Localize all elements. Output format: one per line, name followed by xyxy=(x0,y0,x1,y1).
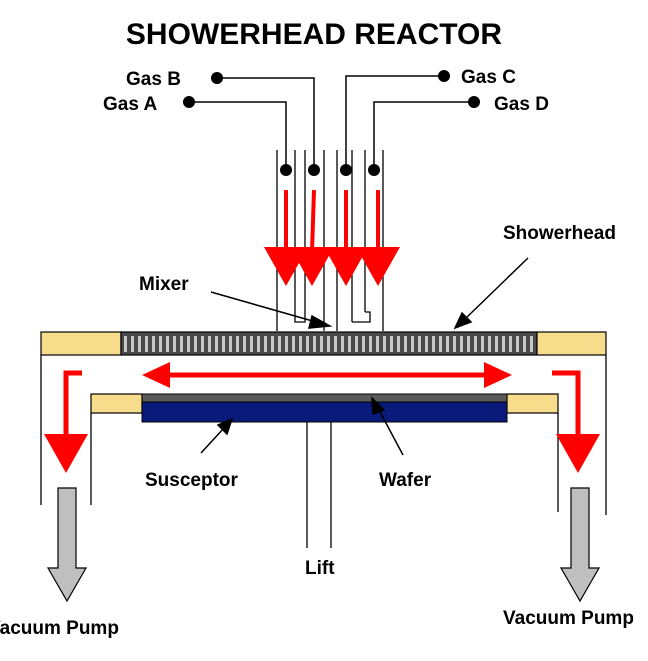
diagram-title: SHOWERHEAD REACTOR xyxy=(126,18,502,51)
left-susceptor-flange xyxy=(90,393,143,414)
gas-b-label: Gas B xyxy=(126,69,181,90)
showerhead-label: Showerhead xyxy=(503,223,616,244)
tube-b-dot xyxy=(308,164,320,176)
injector-tubes xyxy=(276,150,384,331)
tube-d-dot xyxy=(368,164,380,176)
vacuum-pump-right-label: Vacuum Pump xyxy=(503,608,634,629)
gas-d-label: Gas D xyxy=(494,94,549,115)
chamber-walls xyxy=(40,355,607,515)
gas-inlet-dots xyxy=(183,70,480,176)
gas-c-dot xyxy=(438,70,450,82)
right-top-flange xyxy=(536,331,607,356)
mixer-label: Mixer xyxy=(139,274,189,295)
gas-lines xyxy=(189,75,474,170)
lateral-flow-arrow xyxy=(142,362,512,388)
vacuum-pump-left-label: Vacuum Pump xyxy=(0,618,119,639)
lift-label: Lift xyxy=(305,558,335,579)
tube-a-dot xyxy=(280,164,292,176)
gas-c-label: Gas C xyxy=(461,67,516,88)
gas-d-line xyxy=(373,101,474,170)
wafer-label: Wafer xyxy=(379,470,432,491)
lift-shaft xyxy=(306,422,332,548)
right-vacuum-pump-arrow xyxy=(559,487,601,603)
gas-b-line xyxy=(217,77,315,170)
gas-a-line xyxy=(189,101,287,170)
susceptor xyxy=(141,401,508,423)
gas-c-line xyxy=(345,75,444,170)
gas-a-label: Gas A xyxy=(103,94,157,115)
leader-lines xyxy=(200,257,529,456)
showerhead-plate xyxy=(120,331,538,356)
exhaust-flow-arrows xyxy=(44,370,600,473)
tube-c-dot xyxy=(340,164,352,176)
susceptor-label: Susceptor xyxy=(145,470,239,491)
gas-flow-arrows xyxy=(264,189,400,286)
gas-d-dot xyxy=(468,96,480,108)
gas-a-dot xyxy=(183,96,195,108)
left-vacuum-pump-arrow xyxy=(46,487,88,603)
wafer xyxy=(141,393,508,403)
right-susceptor-flange xyxy=(506,393,559,414)
gas-b-dot xyxy=(211,72,223,84)
left-top-flange xyxy=(40,331,122,356)
